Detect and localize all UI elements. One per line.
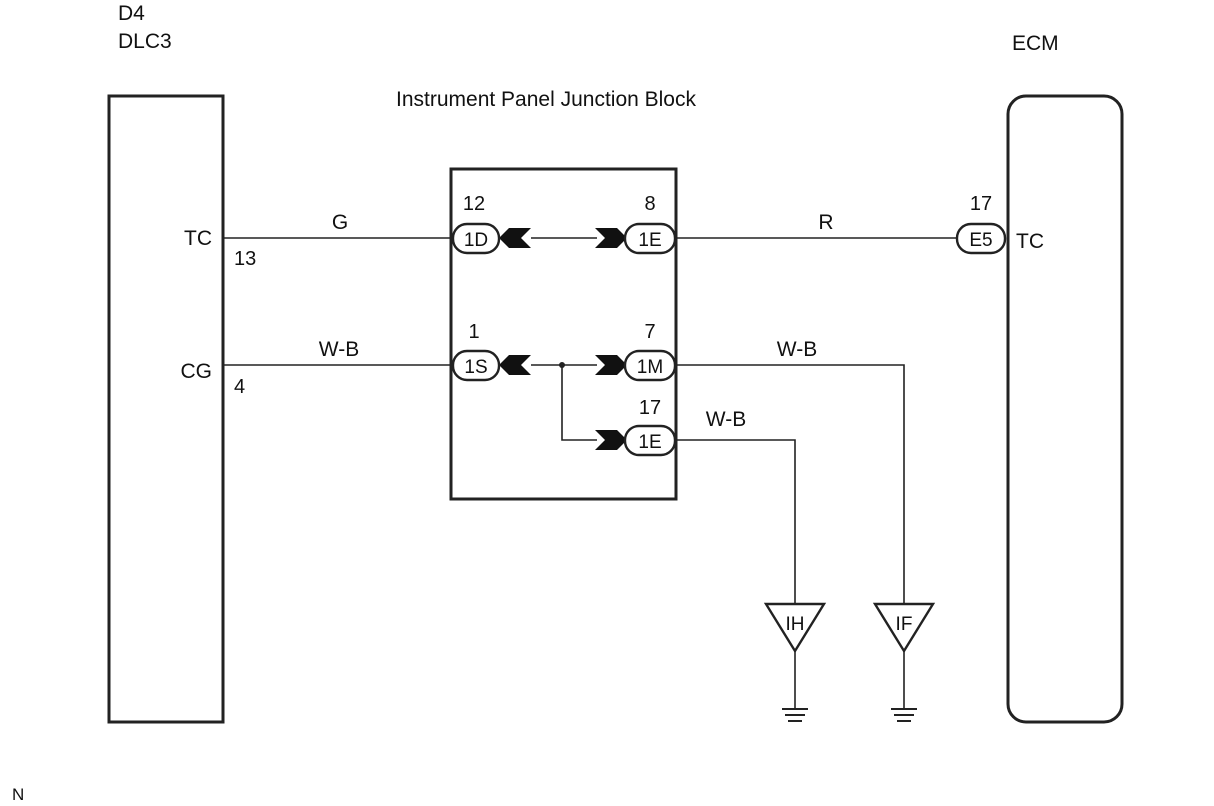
- connector-1e-label: 1E: [638, 230, 661, 251]
- dlc3-code: D4: [118, 2, 145, 25]
- ground-if-icon: [891, 708, 917, 722]
- connector-1s: [451, 349, 501, 382]
- dlc3-name: DLC3: [118, 30, 172, 53]
- wire-color-tc-right: R: [818, 211, 833, 234]
- male-terminal-1e-17-icon: [595, 430, 627, 450]
- dlc3-pin-tc-number: 13: [234, 248, 256, 270]
- connector-1d-label: 1D: [464, 230, 488, 251]
- wire-color-cg-right: W-B: [777, 338, 817, 361]
- connector-e5: [955, 222, 1007, 255]
- connector-1e-17: [623, 424, 677, 457]
- connector-1s-pin: 1: [468, 321, 479, 343]
- dlc3-connector: [107, 94, 225, 724]
- junction-block-title: Instrument Panel Junction Block: [396, 88, 696, 111]
- male-terminal-1m-icon: [595, 355, 627, 375]
- connector-1d-pin: 12: [463, 193, 485, 215]
- dlc3-pin-cg-number: 4: [234, 376, 245, 398]
- wire-color-tc-left: G: [332, 211, 348, 234]
- connector-1m-label: 1M: [637, 357, 663, 378]
- dlc3-pin-cg-name: CG: [181, 360, 213, 383]
- connector-1m: [623, 349, 677, 382]
- connector-1e-17-pin: 17: [639, 397, 661, 419]
- connector-1e: [623, 222, 677, 255]
- footer-mark: N: [12, 785, 24, 804]
- wire-color-ground-branch: W-B: [706, 408, 746, 431]
- splice-point: [559, 362, 565, 368]
- ground-point-ih: [763, 602, 827, 654]
- ecm-name: ECM: [1012, 32, 1059, 55]
- ecm-pin-number: 17: [970, 193, 992, 215]
- wire-jb-internal-branch: [561, 365, 597, 441]
- ground-ih-icon: [782, 708, 808, 722]
- dlc3-pin-tc-name: TC: [184, 227, 212, 250]
- female-terminal-1s-icon: [499, 355, 531, 375]
- ground-point-ih-label: IH: [786, 614, 805, 635]
- connector-1m-pin: 7: [644, 321, 655, 343]
- connector-1e-pin: 8: [644, 193, 655, 215]
- wire-cg-to-ground-if: [676, 364, 905, 604]
- connector-1d: [451, 222, 501, 255]
- ecm-module: [1006, 94, 1124, 724]
- ecm-pin-tc-name: TC: [1016, 230, 1044, 253]
- ground-point-if-label: IF: [896, 614, 913, 635]
- male-terminal-1e-icon: [595, 228, 627, 248]
- female-terminal-1d-icon: [499, 228, 531, 248]
- connector-e5-label: E5: [969, 230, 992, 251]
- ground-point-if: [872, 602, 936, 654]
- connector-1s-label: 1S: [464, 357, 487, 378]
- connector-1e-17-label: 1E: [638, 432, 661, 453]
- wire-branch-to-ground-ih: [676, 439, 796, 604]
- wire-color-cg-left: W-B: [319, 338, 359, 361]
